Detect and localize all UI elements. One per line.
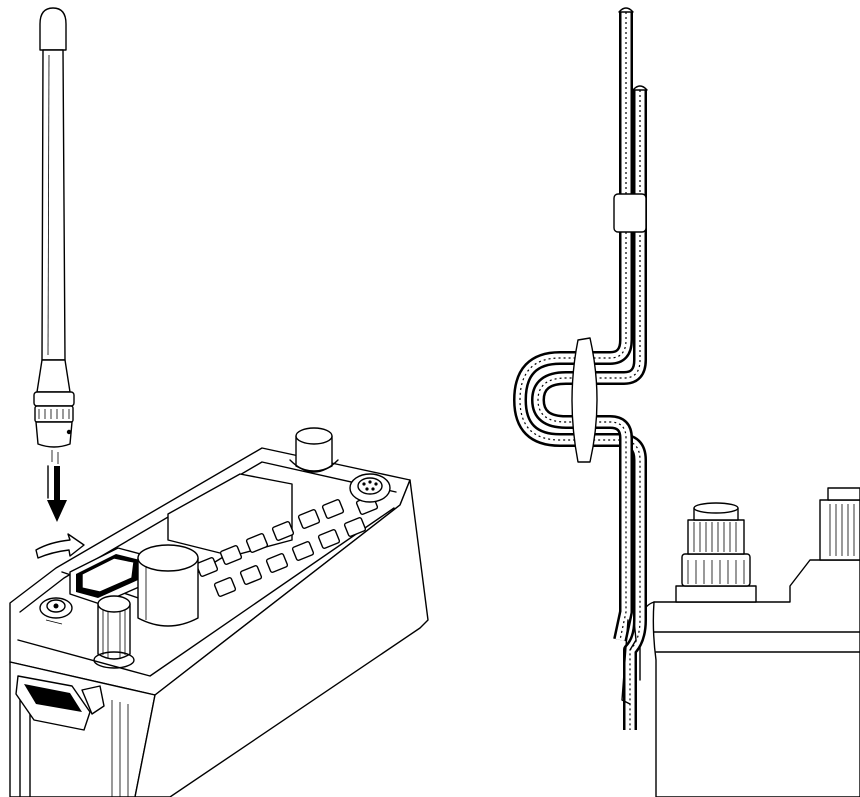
- volume-knob: [93, 595, 135, 669]
- wire-end-pin: [621, 619, 637, 705]
- squelch-knob: [675, 502, 757, 603]
- wire-antenna-panel: [513, 7, 860, 797]
- accessory-jack: [349, 473, 391, 503]
- rotate-arrow-icon: [35, 533, 85, 559]
- down-arrow-icon: [47, 450, 67, 522]
- cable-sleeve: [613, 193, 647, 233]
- rear-knob: [289, 427, 339, 473]
- keypad: [195, 495, 379, 597]
- channel-knob: [819, 487, 860, 561]
- antenna-hook: [571, 337, 598, 463]
- wire-antenna-cable: [513, 7, 648, 730]
- tuning-knob: [137, 544, 199, 627]
- antenna-attachment-panel: [9, 7, 429, 797]
- whip-antenna: [33, 7, 75, 448]
- antenna-socket: [39, 597, 73, 625]
